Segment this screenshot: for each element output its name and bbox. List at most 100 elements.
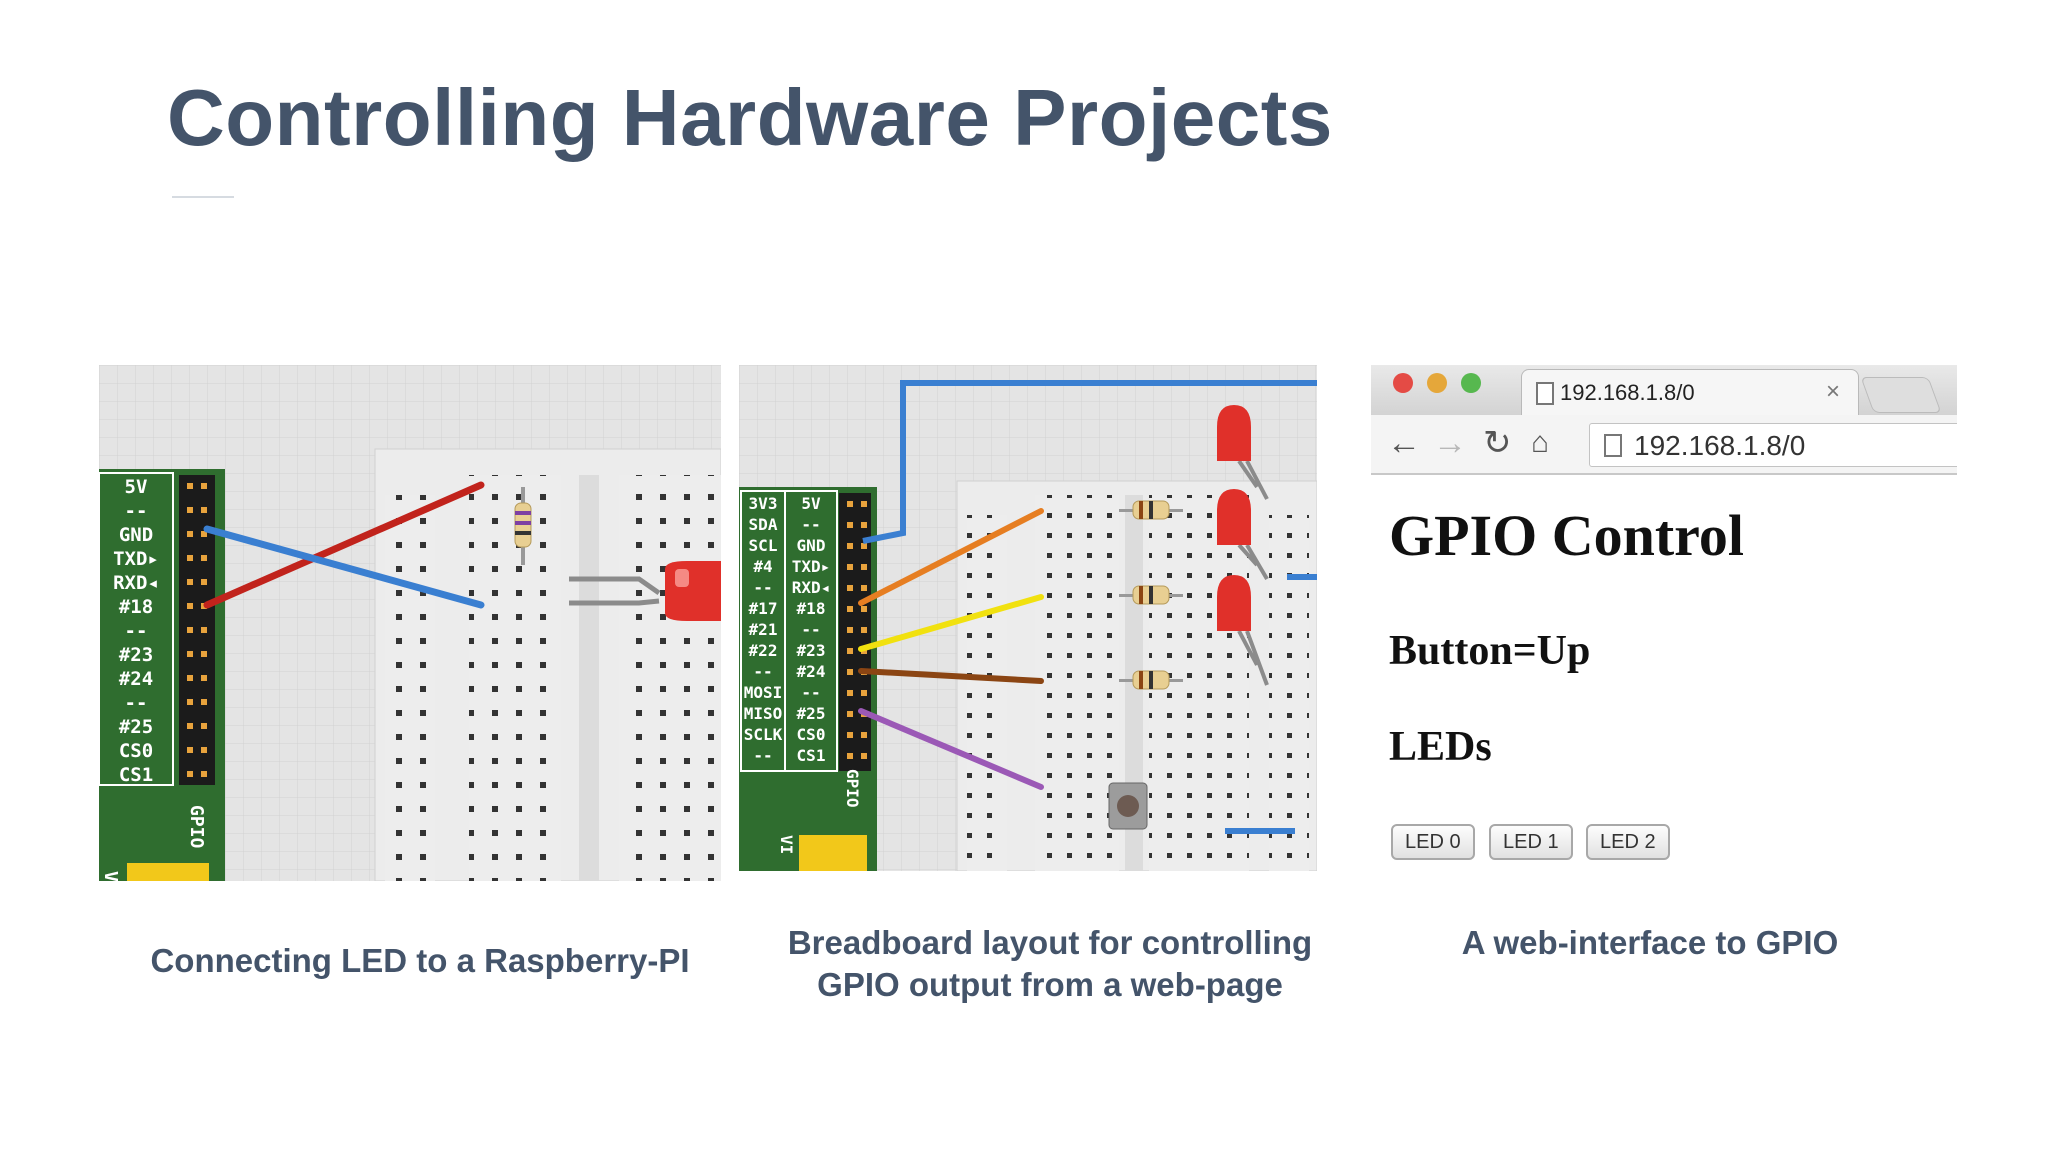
forward-arrow-icon[interactable]: → — [1433, 424, 1467, 462]
caption-web-interface: A web-interface to GPIO — [1461, 924, 1839, 961]
gpio-pin — [201, 483, 207, 489]
resistor-band — [1149, 501, 1153, 519]
pin-label: GND — [119, 524, 153, 546]
close-window-button[interactable] — [1393, 373, 1413, 393]
minimize-window-button[interactable] — [1427, 373, 1447, 393]
push-button-cap — [1117, 795, 1139, 817]
pin-label: #18 — [797, 599, 826, 618]
gpio-header — [179, 475, 215, 785]
pin-label: #24 — [797, 662, 826, 681]
pin-label: TXD▸ — [792, 557, 831, 576]
breadboard-layout-diagram: 3V3 SDA SCL #4 -- #17 #21 #22 -- MOSI MI… — [739, 365, 1317, 871]
gpio-pin — [187, 699, 193, 705]
button-state-heading: Button=Up — [1389, 628, 1591, 674]
gpio-pin — [861, 690, 867, 696]
resistor-band — [515, 521, 531, 525]
pin-label-box — [740, 490, 838, 772]
gpio-control-heading: GPIO Control — [1389, 503, 1744, 568]
pin-label: #21 — [749, 620, 778, 639]
resistor-band — [515, 511, 531, 515]
gpio-pin — [201, 675, 207, 681]
gpio-pin — [861, 732, 867, 738]
red-led — [665, 561, 721, 621]
gpio-pin — [201, 627, 207, 633]
pin-label: -- — [753, 746, 772, 765]
browser-tab-bar: 192.168.1.8/0 × — [1371, 365, 1957, 416]
gpio-pin — [201, 723, 207, 729]
led-leg — [569, 576, 661, 596]
pin-label: -- — [125, 500, 148, 522]
pin-label: #23 — [119, 644, 153, 666]
gpio-pin — [847, 501, 853, 507]
page-icon — [1536, 382, 1554, 405]
gpio-pin — [847, 753, 853, 759]
close-tab-icon[interactable]: × — [1825, 378, 1840, 405]
gpio-pin — [847, 732, 853, 738]
gpio-pin — [187, 531, 193, 537]
gpio-pin — [187, 579, 193, 585]
slide-title: Controlling Hardware Projects — [167, 73, 1333, 162]
red-led — [1217, 489, 1251, 545]
tab-title: 192.168.1.8/0 — [1560, 380, 1695, 405]
pin-label: -- — [801, 515, 820, 534]
led-leg — [1237, 459, 1269, 500]
reload-icon[interactable]: ↻ — [1483, 424, 1512, 462]
pin-label: -- — [125, 620, 148, 642]
pin-label: MISO — [744, 704, 783, 723]
pin-label: 3V3 — [749, 494, 778, 513]
red-wire — [203, 481, 485, 609]
address-bar[interactable]: 192.168.1.8/0 — [1589, 423, 1957, 467]
led-2-button[interactable]: LED 2 — [1586, 824, 1670, 860]
pin-label: SDA — [749, 515, 778, 534]
pin-labels-right: 5V -- GND TXD▸ RXD◂ #18 -- #23 #24 -- #2… — [792, 494, 831, 765]
maximize-window-button[interactable] — [1461, 373, 1481, 393]
gpio-pin — [847, 543, 853, 549]
back-arrow-icon[interactable]: ← — [1387, 424, 1421, 462]
pin-label: RXD◂ — [113, 572, 159, 594]
resistor-band — [1139, 671, 1143, 689]
leds-heading: LEDs — [1389, 724, 1492, 770]
gpio-pin — [187, 555, 193, 561]
gpio-pin — [847, 690, 853, 696]
pin-label: #25 — [119, 716, 153, 738]
pin-label: #4 — [753, 557, 772, 576]
board-connector — [127, 863, 209, 881]
new-tab-button[interactable] — [1860, 377, 1942, 413]
red-leds — [1217, 405, 1269, 686]
pin-label: -- — [801, 683, 820, 702]
pin-label: GND — [797, 536, 826, 555]
gpio-pin — [847, 522, 853, 528]
gpio-pin — [861, 501, 867, 507]
caption-breadboard-layout: Breadboard layout for controlling GPIO o… — [740, 922, 1360, 1006]
caption-line: GPIO output from a web-page — [817, 966, 1283, 1003]
pin-label-box — [99, 472, 174, 786]
led-1-button[interactable]: LED 1 — [1489, 824, 1573, 860]
pin-label: -- — [753, 578, 772, 597]
led-raspberry-pi-diagram: 5V -- GND TXD▸ RXD◂ #18 -- #23 #24 -- #2… — [99, 365, 721, 881]
blue-wire — [862, 380, 1317, 544]
gpio-pin — [201, 555, 207, 561]
gpio-pin — [187, 627, 193, 633]
gpio-pin — [201, 579, 207, 585]
breadboard-rail-holes — [1269, 515, 1309, 871]
pin-label: -- — [801, 620, 820, 639]
pin-label: CS0 — [119, 740, 153, 762]
orange-wire — [858, 508, 1044, 606]
pin-label: 5V — [801, 494, 821, 513]
pin-label: CS0 — [797, 725, 826, 744]
browser-tab[interactable]: 192.168.1.8/0 × — [1521, 369, 1859, 416]
gpio-pin — [847, 585, 853, 591]
pin-label: #22 — [749, 641, 778, 660]
pin-label: #24 — [119, 668, 153, 690]
gpio-pin — [187, 723, 193, 729]
gpio-pin — [861, 543, 867, 549]
pin-label: -- — [125, 692, 148, 714]
red-led — [1217, 575, 1251, 631]
resistor-band — [1149, 586, 1153, 604]
page-icon — [1604, 434, 1622, 457]
gpio-pin — [201, 531, 207, 537]
pin-label: TXD▸ — [113, 548, 159, 570]
led-0-button[interactable]: LED 0 — [1391, 824, 1475, 860]
board-edge-label: VI — [777, 835, 796, 854]
home-icon[interactable]: ⌂ — [1531, 426, 1550, 459]
